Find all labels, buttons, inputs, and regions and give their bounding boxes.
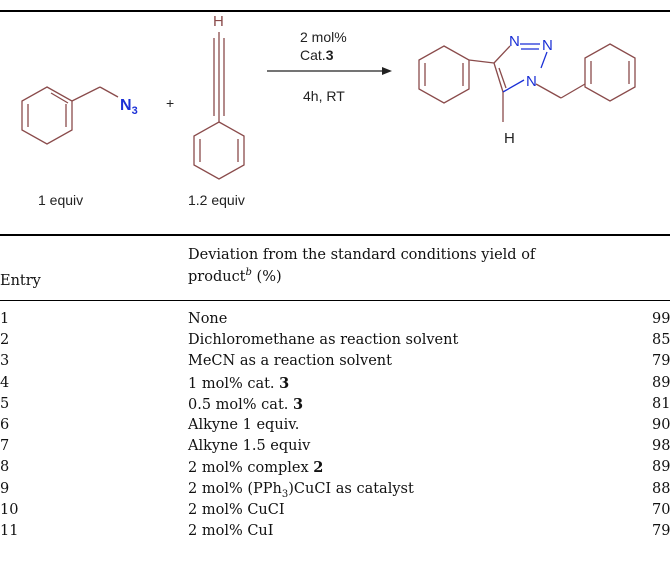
alkyne-equiv-label: 1.2 equiv <box>188 192 245 208</box>
yield-cell: 81 <box>652 395 670 412</box>
table-row: 1 None 99 <box>0 311 670 330</box>
azide-subscript-3: 3 <box>132 105 138 117</box>
triazole-n1-label: N <box>526 73 537 90</box>
triazole-h-label: H <box>504 130 515 147</box>
deviation-text: Alkyne 1 equiv. <box>188 417 300 433</box>
top-rule <box>0 10 670 12</box>
entry-cell: 5 <box>0 395 10 412</box>
deviation-cell: 2 mol% CuCI <box>188 502 285 518</box>
compound-number: 3 <box>292 395 304 413</box>
deviation-cell: Dichloromethane as reaction solvent <box>188 332 458 348</box>
deviation-text: MeCN as a reaction solvent <box>188 353 392 370</box>
subscript: 3 <box>281 488 289 500</box>
table-row: 5 0.5 mol% cat. 3 81 <box>0 396 670 415</box>
yield-cell: 89 <box>652 459 670 476</box>
table-row: 2 Dichloromethane as reaction solvent 85 <box>0 332 670 351</box>
azide-n: N <box>120 97 132 114</box>
header-product-word: product <box>188 268 246 285</box>
reaction-arrow <box>267 67 392 75</box>
azide-equiv-label: 1 equiv <box>38 192 83 208</box>
entry-cell: 3 <box>0 353 10 370</box>
compound-number: 3 <box>279 374 290 392</box>
triazole-product-structure <box>418 43 636 122</box>
benzyl-azide-structure <box>21 86 119 145</box>
alkyne-h-label: H <box>213 13 224 30</box>
entry-cell: 10 <box>0 501 19 518</box>
deviation-cell: 2 mol% (PPh3)CuCI as catalyst <box>188 481 414 500</box>
header-entry: Entry <box>0 273 41 289</box>
condition-line-3: 4h, RT <box>303 88 345 104</box>
deviation-text-suffix: )CuCI as catalyst <box>288 480 414 497</box>
yield-cell: 98 <box>652 438 670 455</box>
table-row: 4 1 mol% cat. 3 89 <box>0 375 670 394</box>
triazole-nn-bonds <box>520 43 548 69</box>
table-row: 6 Alkyne 1 equiv. 90 <box>0 417 670 436</box>
header-deviation-line2: productb (%) <box>188 264 658 286</box>
plus-sign: + <box>166 95 174 111</box>
azide-n3-label: N3 <box>120 97 138 117</box>
condition-cat-prefix: Cat. <box>300 47 326 63</box>
deviation-text: None <box>188 311 228 327</box>
deviation-cell: 2 mol% complex 2 <box>188 459 323 476</box>
table-row: 7 Alkyne 1.5 equiv 98 <box>0 438 670 457</box>
yield-cell: 89 <box>652 374 670 391</box>
compound-number: 2 <box>313 459 324 477</box>
deviation-cell: None <box>188 311 227 327</box>
entry-cell: 8 <box>0 459 10 476</box>
table-row: 3 MeCN as a reaction solvent 79 <box>0 353 670 372</box>
table-row: 11 2 mol% CuI 79 <box>0 523 670 542</box>
yield-cell: 88 <box>652 480 670 497</box>
header-bottom-rule <box>0 300 670 302</box>
entry-cell: 7 <box>0 438 10 455</box>
condition-line-1: 2 mol% <box>300 29 347 45</box>
header-percent-unit: (%) <box>251 268 282 285</box>
triazole-n3-label: N <box>509 33 520 50</box>
scheme-bottom-rule <box>0 234 670 236</box>
deviation-cell: 0.5 mol% cat. 3 <box>188 396 303 413</box>
entry-cell: 1 <box>0 311 10 327</box>
entry-cell: 6 <box>0 417 10 433</box>
header-footnote-b: b <box>245 267 252 278</box>
reaction-scheme: N3 + H 2 mol% Cat.3 4h, RT <box>21 13 636 208</box>
header-deviation: Deviation from the standard conditions y… <box>188 246 658 286</box>
yield-cell: 70 <box>652 501 670 518</box>
header-deviation-line1: Deviation from the standard conditions y… <box>188 247 536 263</box>
entry-cell: 2 <box>0 332 10 349</box>
yield-cell: 79 <box>652 523 670 539</box>
yield-cell: 85 <box>652 332 670 349</box>
triazole-n2-label: N <box>542 37 553 54</box>
deviation-text: 2 mol% CuI <box>188 523 274 539</box>
deviation-text: Alkyne 1.5 equiv <box>188 438 311 455</box>
condition-line-2: Cat.3 <box>300 47 334 63</box>
table-row: 10 2 mol% CuCI 70 <box>0 502 670 521</box>
yield-cell: 79 <box>652 353 670 370</box>
deviation-text: 2 mol% complex <box>188 460 314 477</box>
yield-cell: 90 <box>652 417 670 433</box>
deviation-cell: Alkyne 1.5 equiv <box>188 438 310 454</box>
deviation-text: 1 mol% cat. <box>188 375 280 392</box>
deviation-cell: MeCN as a reaction solvent <box>188 353 392 369</box>
condition-cat-number: 3 <box>326 47 334 63</box>
yield-cell: 99 <box>652 311 670 327</box>
deviation-text: 0.5 mol% cat. <box>188 396 293 413</box>
deviation-cell: 2 mol% CuI <box>188 523 274 539</box>
entry-cell: 9 <box>0 480 10 497</box>
deviation-text: Dichloromethane as reaction solvent <box>188 332 459 349</box>
phenylacetylene-structure <box>193 32 245 180</box>
deviation-text: 2 mol% CuCI <box>188 501 285 518</box>
table-row: 8 2 mol% complex 2 89 <box>0 459 670 478</box>
deviation-cell: Alkyne 1 equiv. <box>188 417 299 433</box>
entry-cell: 11 <box>0 523 19 539</box>
table-row: 9 2 mol% (PPh3)CuCI as catalyst 88 <box>0 481 670 500</box>
entry-cell: 4 <box>0 374 10 391</box>
deviation-text: 2 mol% (PPh <box>188 480 282 497</box>
deviation-cell: 1 mol% cat. 3 <box>188 375 289 392</box>
